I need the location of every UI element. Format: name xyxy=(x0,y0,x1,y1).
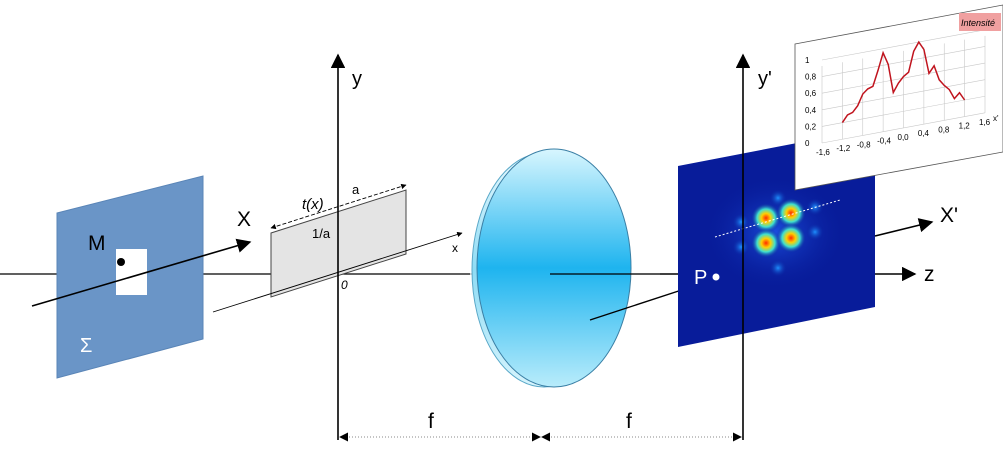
label-width-a: a xyxy=(352,182,360,197)
inset-x-tick-label: 0,4 xyxy=(918,129,930,138)
label-focal-2: f xyxy=(626,410,632,433)
inset-panel xyxy=(794,4,1003,191)
inset-y-tick-label: 1 xyxy=(805,56,810,65)
intensity-curve xyxy=(841,40,966,124)
label-p: P xyxy=(694,267,707,289)
inset-x-tick-label: 0,0 xyxy=(898,133,910,142)
label-axis-x-small: x xyxy=(452,241,458,255)
inset-hgrid xyxy=(821,29,986,61)
label-transmission: t(x) xyxy=(302,196,324,213)
screen-aperture xyxy=(116,249,147,295)
inset-x-tick-label: -0,8 xyxy=(857,140,871,149)
inset-y-tick-label: 0 xyxy=(805,139,810,148)
inset-hgrid xyxy=(821,62,986,94)
inset-title-bg xyxy=(959,13,1001,31)
inset-hgrid xyxy=(821,46,986,77)
label-sigma: Σ xyxy=(80,335,92,357)
inset-x-tick-label: -0,4 xyxy=(877,137,891,146)
label-axis-X: X xyxy=(237,208,251,231)
inset-x-axis-label: x' xyxy=(993,114,999,123)
axis-X-arrow xyxy=(31,238,252,307)
inset-x-tick-label: 0,8 xyxy=(938,125,950,134)
inset-y-tick-label: 0,2 xyxy=(805,122,817,131)
inset-grid xyxy=(821,29,986,144)
axis-X-prime-arrow xyxy=(874,218,934,237)
inset-x-tick-label: 1,6 xyxy=(979,118,991,127)
label-focal-1: f xyxy=(428,410,434,433)
label-m: M xyxy=(88,232,106,255)
label-axis-y: y xyxy=(352,68,362,90)
point-p-dot xyxy=(712,273,720,281)
inset-x-tick-label: -1,6 xyxy=(816,148,830,157)
inset-y-tick-label: 0,4 xyxy=(805,106,817,115)
inset-x-tick-label: -1,2 xyxy=(836,144,850,153)
inset-hgrid xyxy=(821,79,986,111)
inset-y-tick-label: 0,8 xyxy=(805,73,817,82)
intensity-inset-chart: -1,6 -1,2 -0,8 -0,4 0,0 0,4 0,8 1,2 1,6 0 0,2 0,4 0,… xyxy=(794,4,1003,191)
inset-hgrid xyxy=(821,112,986,144)
label-height: 1/a xyxy=(312,226,331,241)
inset-ticks: -1,6 -1,2 -0,8 -0,4 0,0 0,4 0,8 1,2 1,6 0 0,2 0,4 0,… xyxy=(805,56,991,157)
label-axis-z: z xyxy=(924,263,935,286)
inset-y-tick-label: 0,6 xyxy=(805,89,817,98)
label-axis-X-prime: X' xyxy=(940,204,958,227)
diffraction-pattern xyxy=(703,175,847,291)
cut-line xyxy=(714,199,841,238)
label-origin: 0 xyxy=(341,278,348,292)
inset-x-tick-label: 1,2 xyxy=(959,122,971,131)
point-m-dot xyxy=(117,258,125,266)
lens xyxy=(476,148,632,388)
inset-hgrid xyxy=(821,95,986,127)
label-axis-y-prime: y' xyxy=(758,68,772,90)
inset-title: Intensité xyxy=(961,18,995,28)
